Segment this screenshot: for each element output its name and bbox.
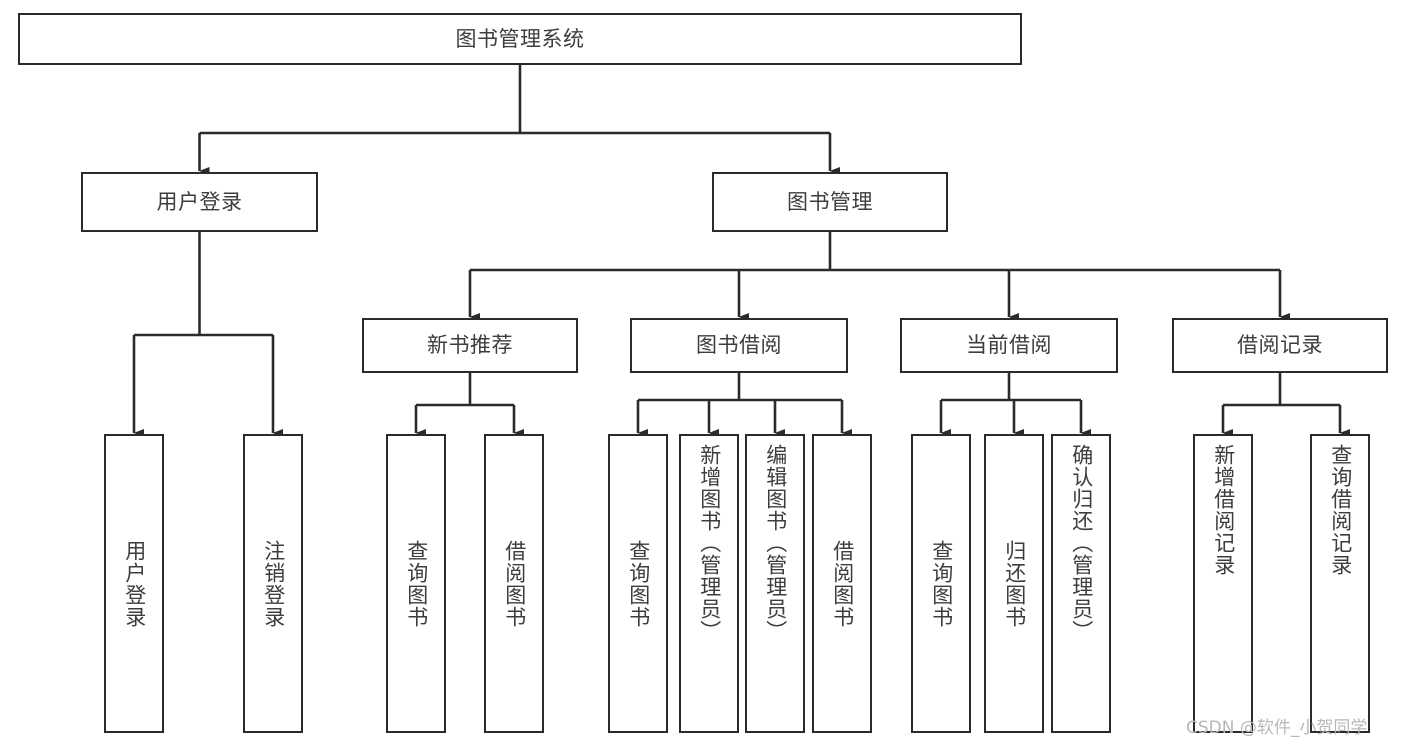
node-leaf-query-book-2[interactable]: 查询图书 bbox=[608, 434, 668, 733]
node-leaf-borrow-book-2[interactable]: 借阅图书 bbox=[812, 434, 872, 733]
node-label: 当前借阅 bbox=[966, 333, 1052, 358]
node-leaf-query-record[interactable]: 查询借阅记录 bbox=[1310, 434, 1370, 733]
node-label: 借阅图书 bbox=[830, 539, 855, 628]
node-label: 新增借阅记录 bbox=[1211, 444, 1236, 576]
node-label: 归还图书 bbox=[1002, 539, 1027, 628]
node-leaf-query-book-3[interactable]: 查询图书 bbox=[911, 434, 971, 733]
node-label: 图书借阅 bbox=[696, 333, 782, 358]
node-leaf-edit-book[interactable]: 编辑图书（管理员） bbox=[745, 434, 805, 733]
node-label: 图书管理系统 bbox=[455, 26, 585, 51]
node-leaf-return-book[interactable]: 归还图书 bbox=[984, 434, 1044, 733]
csdn-watermark: CSDN @软件_小贺同学 bbox=[1186, 718, 1368, 738]
node-leaf-borrow-book-1[interactable]: 借阅图书 bbox=[484, 434, 544, 733]
node-label: 用户登录 bbox=[156, 189, 243, 214]
node-borrow-record[interactable]: 借阅记录 bbox=[1172, 318, 1388, 373]
node-label: 查询图书 bbox=[626, 539, 651, 628]
node-leaf-user-login[interactable]: 用户登录 bbox=[104, 434, 164, 733]
node-label: 查询图书 bbox=[404, 539, 429, 628]
node-label: 注销登录 bbox=[261, 539, 286, 628]
node-current-borrow[interactable]: 当前借阅 bbox=[900, 318, 1118, 373]
node-label: 用户登录 bbox=[122, 539, 147, 628]
node-root[interactable]: 图书管理系统 bbox=[18, 13, 1022, 65]
node-label: 查询借阅记录 bbox=[1328, 444, 1353, 576]
node-leaf-add-book[interactable]: 新增图书（管理员） bbox=[679, 434, 739, 733]
node-label: 新书推荐 bbox=[427, 333, 513, 358]
node-leaf-logout[interactable]: 注销登录 bbox=[243, 434, 303, 733]
node-label: 借阅记录 bbox=[1237, 333, 1323, 358]
node-new-book-rec[interactable]: 新书推荐 bbox=[362, 318, 578, 373]
node-leaf-add-record[interactable]: 新增借阅记录 bbox=[1193, 434, 1253, 733]
node-label: 借阅图书 bbox=[502, 539, 527, 628]
node-label: 确认归还（管理员） bbox=[1069, 444, 1094, 642]
node-book-borrow[interactable]: 图书借阅 bbox=[630, 318, 848, 373]
node-user-login[interactable]: 用户登录 bbox=[81, 172, 318, 232]
node-leaf-query-book-1[interactable]: 查询图书 bbox=[386, 434, 446, 733]
node-book-manage[interactable]: 图书管理 bbox=[712, 172, 948, 232]
node-label: 查询图书 bbox=[929, 539, 954, 628]
node-label: 新增图书（管理员） bbox=[697, 444, 722, 642]
node-label: 图书管理 bbox=[787, 189, 873, 214]
node-label: 编辑图书（管理员） bbox=[763, 444, 788, 642]
node-leaf-confirm-return[interactable]: 确认归还（管理员） bbox=[1051, 434, 1111, 733]
